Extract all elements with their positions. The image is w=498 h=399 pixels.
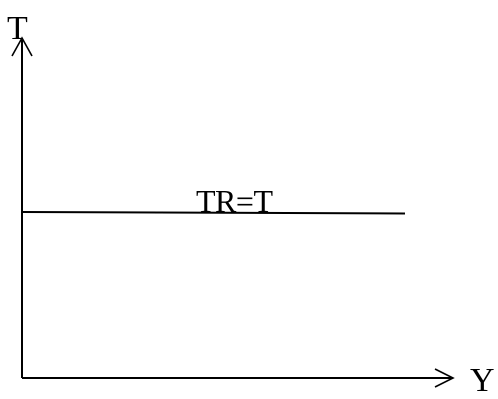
y-axis-label: T [7,10,28,47]
curve-label: TR=T [196,183,273,219]
x-axis-label: Y [470,362,495,399]
x-axis-arrowhead [434,368,455,388]
tr-curve-line [21,211,406,215]
y-axis-arrowhead [11,36,33,57]
